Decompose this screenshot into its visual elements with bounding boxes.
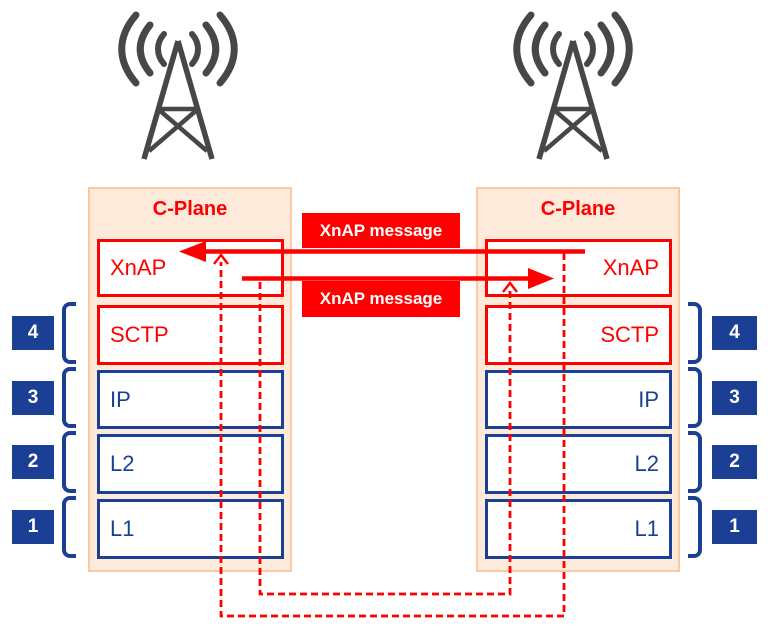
xnap-message-label-bottom: XnAP message bbox=[302, 281, 460, 317]
layer-number-badge-3: 3 bbox=[712, 381, 757, 415]
layer-box-ip: IP bbox=[485, 370, 672, 429]
layer-box-ip: IP bbox=[97, 370, 284, 429]
layer-bracket bbox=[62, 496, 76, 558]
layer-number-badge-2: 2 bbox=[12, 445, 54, 479]
layer-bracket bbox=[688, 431, 702, 493]
layer-number-badge-4: 4 bbox=[712, 316, 757, 350]
protocol-stack-panel-left: C-Plane XnAP SCTP IP L2 L1 bbox=[88, 187, 292, 572]
layer-number-badge-1: 1 bbox=[712, 510, 757, 544]
layer-number-badge-1: 1 bbox=[12, 510, 54, 544]
layer-box-l1: L1 bbox=[485, 499, 672, 559]
layer-number-badge-4: 4 bbox=[12, 316, 54, 350]
layer-box-l2: L2 bbox=[485, 434, 672, 494]
layer-box-xnap: XnAP bbox=[485, 239, 672, 297]
protocol-stack-panel-right: C-Plane XnAP SCTP IP L2 L1 bbox=[476, 187, 680, 572]
layer-bracket bbox=[688, 302, 702, 364]
xnap-message-label-top: XnAP message bbox=[302, 213, 460, 248]
layer-box-sctp: SCTP bbox=[97, 305, 284, 365]
layer-box-xnap: XnAP bbox=[97, 239, 284, 297]
layer-box-l2: L2 bbox=[97, 434, 284, 494]
layer-bracket bbox=[62, 431, 76, 493]
layer-number-badge-2: 2 bbox=[712, 445, 757, 479]
layer-bracket bbox=[688, 496, 702, 558]
layer-bracket bbox=[62, 302, 76, 364]
plane-title: C-Plane bbox=[152, 198, 228, 220]
layer-bracket bbox=[62, 367, 76, 428]
layer-box-sctp: SCTP bbox=[485, 305, 672, 365]
plane-title: C-Plane bbox=[540, 198, 616, 220]
cell-tower-icon bbox=[513, 11, 633, 160]
cell-tower-icon bbox=[118, 11, 238, 160]
layer-number-badge-3: 3 bbox=[12, 381, 54, 415]
layer-bracket bbox=[688, 367, 702, 428]
layer-box-l1: L1 bbox=[97, 499, 284, 559]
